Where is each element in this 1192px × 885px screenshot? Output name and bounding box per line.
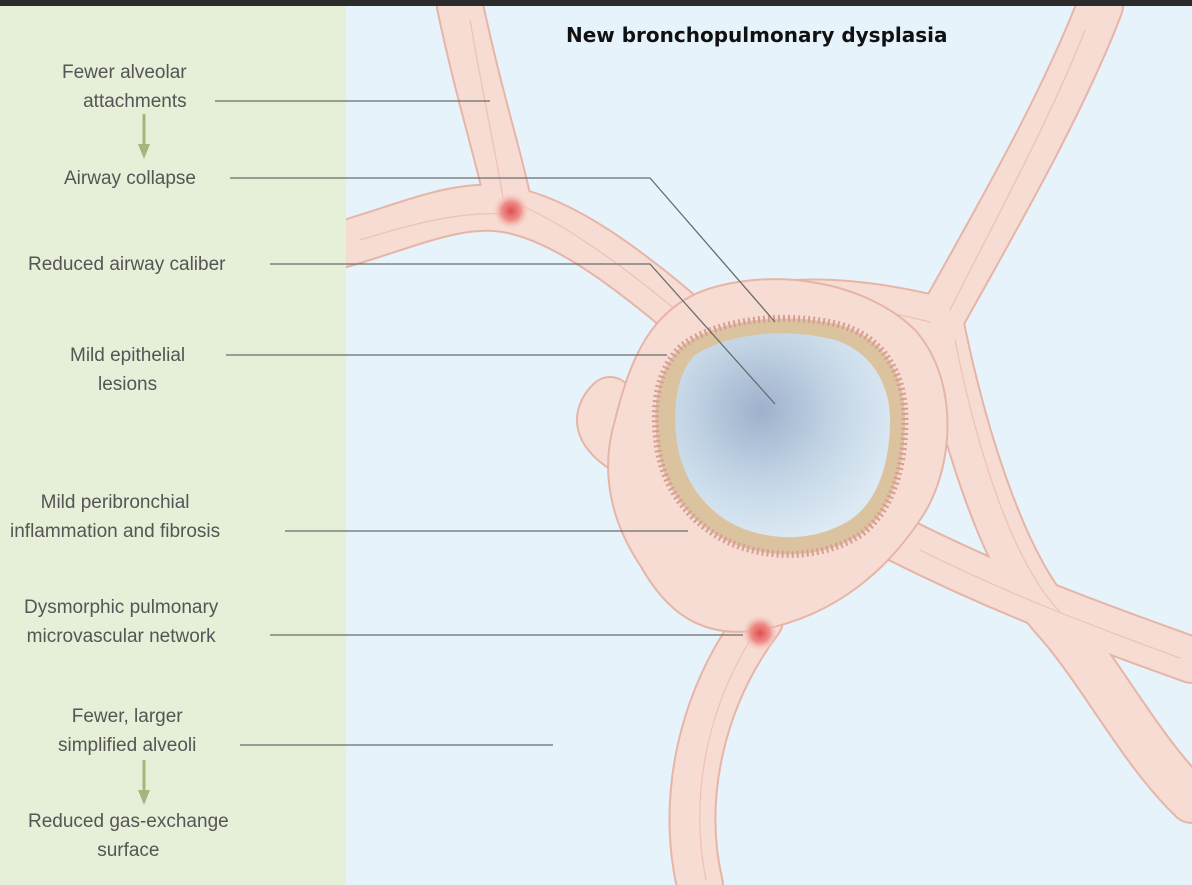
label-line: lesions xyxy=(70,370,185,399)
label-epithelial-lesions: Mild epithelial lesions xyxy=(70,341,185,399)
label-line: Mild epithelial xyxy=(70,341,185,370)
label-simplified-alveoli: Fewer, larger simplified alveoli xyxy=(58,702,196,760)
tissue-strands xyxy=(340,6,1192,885)
label-line: attachments xyxy=(62,87,187,116)
label-line: surface xyxy=(28,836,229,865)
blood-vessel-upper xyxy=(492,192,530,230)
label-alveolar-attachments: Fewer alveolar attachments xyxy=(62,58,187,116)
down-arrow-icon xyxy=(138,114,150,160)
label-line: microvascular network xyxy=(24,622,218,651)
diagram-title: New bronchopulmonary dysplasia xyxy=(566,23,948,47)
label-line: Fewer, larger xyxy=(58,702,196,731)
down-arrow-icon xyxy=(138,760,150,806)
label-line: inflammation and fibrosis xyxy=(10,517,220,546)
label-line: Fewer alveolar xyxy=(62,58,187,87)
blood-vessel-lower xyxy=(741,614,779,652)
label-airway-collapse: Airway collapse xyxy=(64,164,196,193)
label-line: Reduced airway caliber xyxy=(28,250,226,279)
label-airway-caliber: Reduced airway caliber xyxy=(28,250,226,279)
label-gas-exchange-surface: Reduced gas-exchange surface xyxy=(28,807,229,865)
label-line: Airway collapse xyxy=(64,164,196,193)
label-line: Mild peribronchial xyxy=(10,488,220,517)
label-line: simplified alveoli xyxy=(58,731,196,760)
label-microvascular-network: Dysmorphic pulmonary microvascular netwo… xyxy=(24,593,218,651)
label-line: Reduced gas-exchange xyxy=(28,807,229,836)
label-peribronchial-inflammation: Mild peribronchial inflammation and fibr… xyxy=(10,488,220,546)
label-line: Dysmorphic pulmonary xyxy=(24,593,218,622)
